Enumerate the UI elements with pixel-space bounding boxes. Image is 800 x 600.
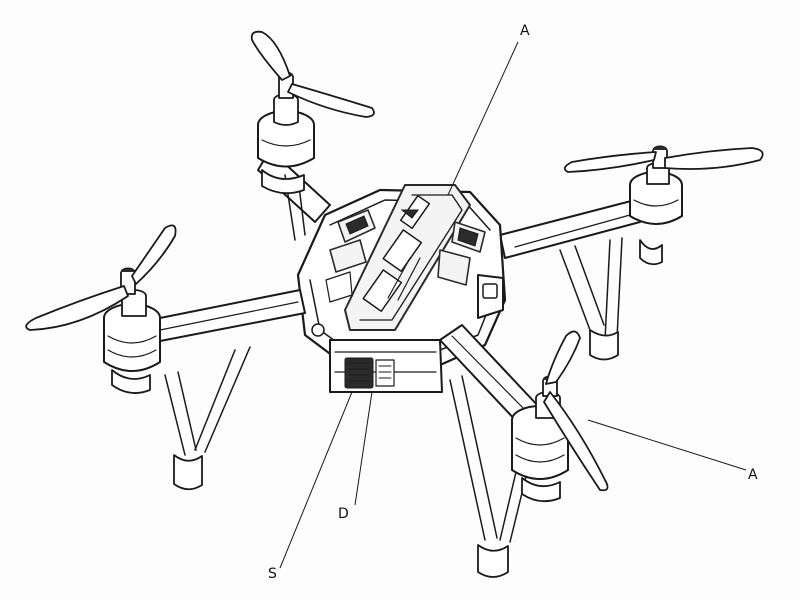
leader-line-a-right — [587, 419, 747, 471]
leader-line-s — [279, 391, 353, 569]
leader-line-d — [354, 391, 373, 506]
drone-body — [296, 184, 507, 393]
rotor-front-left — [25, 224, 306, 491]
rotor-back-left — [250, 30, 375, 241]
callout-label-a-right: A — [748, 467, 758, 483]
rotor-front-right — [439, 324, 609, 578]
callout-label-a-top: A — [520, 23, 530, 39]
callout-label-d: D — [338, 506, 349, 522]
rotor-back-right — [499, 145, 764, 361]
callout-label-s: S — [268, 566, 277, 582]
leader-line-a-top — [447, 41, 519, 196]
leader-lines — [279, 41, 747, 569]
